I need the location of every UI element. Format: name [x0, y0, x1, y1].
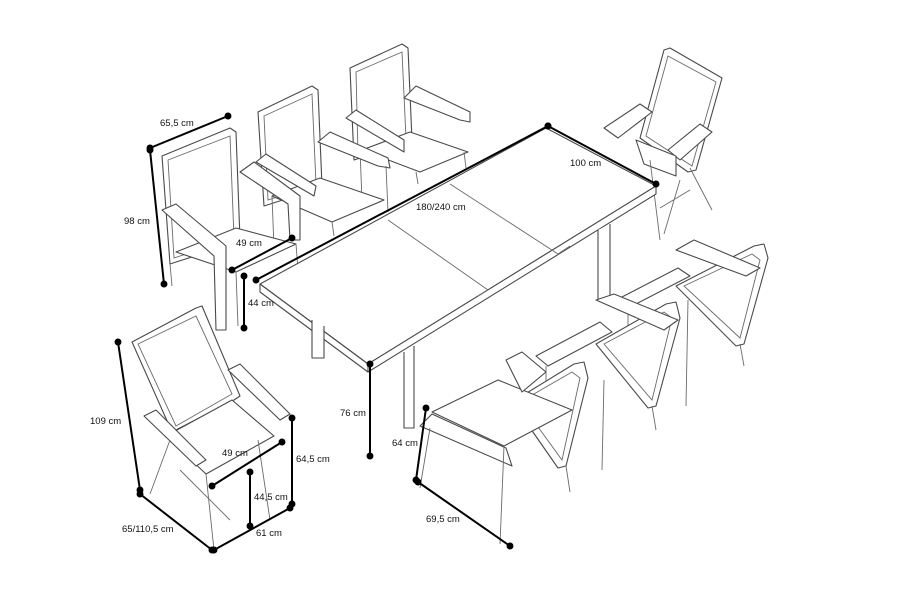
label-chair-width: 65,5 cm	[160, 118, 194, 129]
stacking-chair-front-2	[535, 293, 681, 471]
label-table-width: 100 cm	[570, 158, 601, 169]
label-recliner-seat-height: 44,5 cm	[254, 492, 288, 503]
dimension-lines	[114, 112, 660, 554]
label-recliner-depth: 65/110,5 cm	[122, 524, 174, 535]
label-table-length: 180/240 cm	[416, 202, 466, 213]
label-armchair-arm-height: 64 cm	[392, 438, 418, 449]
label-recliner-arm-height: 64,5 cm	[296, 454, 330, 465]
label-chair-seat-width: 49 cm	[236, 238, 262, 249]
label-recliner-seat-width: 49 cm	[222, 448, 248, 459]
label-recliner-height: 109 cm	[90, 416, 121, 427]
label-chair-height: 98 cm	[124, 216, 150, 227]
stacking-chair-front-3	[619, 239, 769, 407]
label-chair-seat-height: 44 cm	[248, 298, 274, 309]
label-recliner-width: 61 cm	[256, 528, 282, 539]
label-table-height: 76 cm	[340, 408, 366, 419]
reclining-chair-left	[131, 305, 291, 551]
label-armchair-depth: 69,5 cm	[426, 514, 460, 525]
